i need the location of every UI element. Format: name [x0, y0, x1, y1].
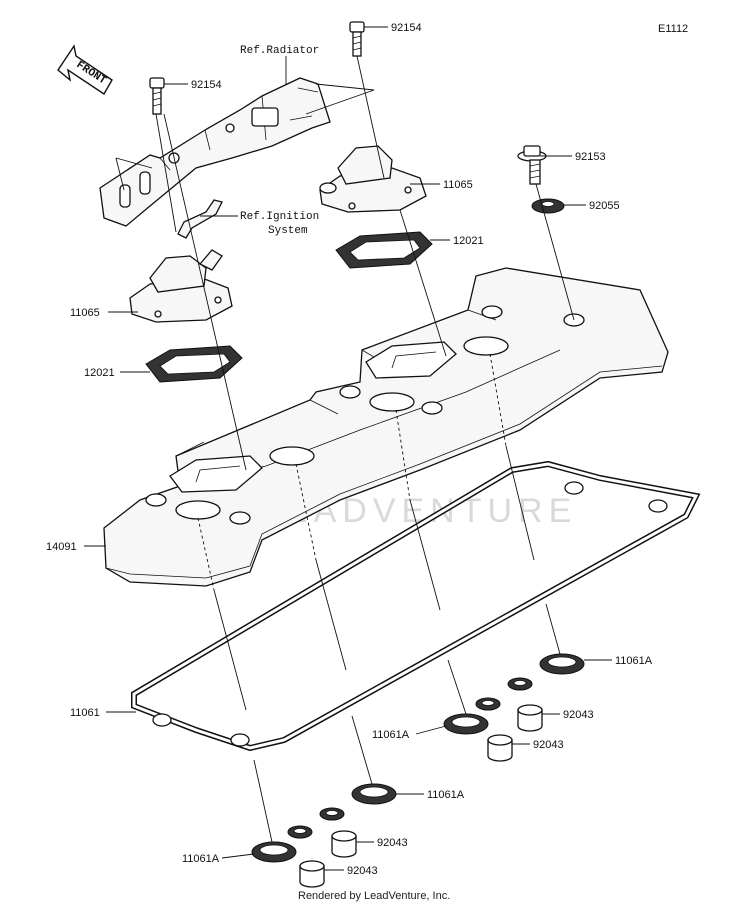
breather-gasket-left: [145, 345, 243, 383]
callout-dowel-4[interactable]: 92043: [347, 865, 378, 877]
callout-washer[interactable]: 92055: [589, 200, 620, 212]
bolt-top: [349, 21, 365, 57]
breather-cover-right: [319, 145, 427, 213]
ref-ignition-label-line2: System: [268, 225, 308, 237]
callout-bolt-top[interactable]: 92154: [391, 22, 422, 34]
dowel-pin-3: [331, 830, 357, 858]
callout-bolt-left[interactable]: 92154: [191, 79, 222, 91]
callout-breather-left[interactable]: 11065: [70, 307, 100, 319]
plug-gasket-upper-b: [443, 697, 501, 735]
callout-plug-gasket-4[interactable]: 11061A: [182, 853, 220, 865]
callout-dowel-1[interactable]: 92043: [563, 709, 594, 721]
ref-ignition-label-line1: Ref.Ignition: [240, 211, 319, 223]
dowel-pin-1: [517, 704, 543, 732]
dowel-pin-2: [487, 734, 513, 762]
bolt-right: [517, 145, 547, 185]
callout-plug-gasket-3[interactable]: 11061A: [427, 789, 465, 801]
front-arrow-icon: FRONT: [57, 44, 113, 95]
callout-gasket-right[interactable]: 12021: [453, 235, 484, 247]
cover-gasket: [131, 460, 701, 752]
callout-bolt-right[interactable]: 92153: [575, 151, 606, 163]
breather-cover-left: [129, 249, 233, 323]
hidden-lines: [197, 353, 507, 591]
diagram-id: E1112: [658, 23, 688, 35]
plug-gasket-lower-b: [251, 825, 313, 863]
washer: [531, 198, 565, 214]
callout-cover[interactable]: 14091: [46, 541, 77, 553]
callout-breather-right[interactable]: 11065: [443, 179, 473, 191]
ref-radiator-label: Ref.Radiator: [240, 45, 319, 57]
ref-leaders: [115, 56, 375, 217]
bolt-left: [149, 77, 165, 115]
ignition-bracket: [177, 199, 223, 239]
assembly-lines: [155, 55, 575, 843]
plug-gasket-lower-a: [319, 783, 397, 821]
radiator-bracket: [99, 77, 331, 227]
callout-cover-gasket[interactable]: 11061: [70, 707, 100, 719]
dowel-pin-4: [299, 860, 325, 888]
plug-gasket-upper-a: [507, 653, 585, 691]
callout-plug-gasket-2[interactable]: 11061A: [372, 729, 410, 741]
breather-gasket-right: [335, 231, 433, 269]
footer-credit: Rendered by LeadVenture, Inc.: [298, 890, 450, 902]
callout-gasket-left[interactable]: 12021: [84, 367, 115, 379]
cylinder-head-cover: [103, 267, 669, 587]
callout-dowel-2[interactable]: 92043: [533, 739, 564, 751]
callout-plug-gasket-1[interactable]: 11061A: [615, 655, 653, 667]
callout-dowel-3[interactable]: 92043: [377, 837, 408, 849]
callout-leaders: [84, 26, 612, 871]
